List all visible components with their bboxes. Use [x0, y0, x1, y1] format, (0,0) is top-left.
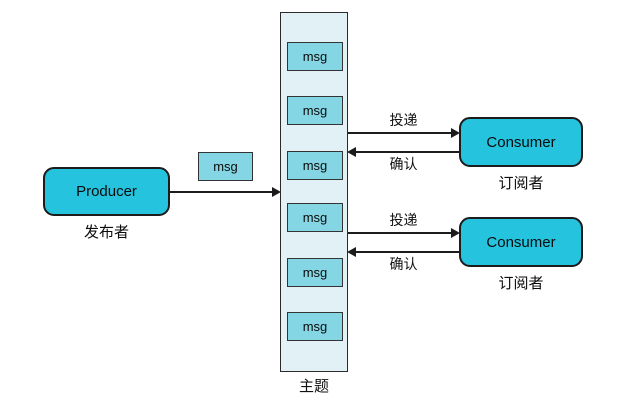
queue-msg-box: msg	[287, 203, 343, 232]
ack-label-1: 确认	[389, 156, 418, 172]
deliver-label-1: 投递	[389, 112, 418, 128]
queue-msg-box: msg	[287, 96, 343, 125]
queue-msg-label: msg	[302, 265, 328, 280]
queue-msg-label: msg	[302, 103, 328, 118]
pending-msg-box: msg	[198, 152, 253, 181]
topic-label: 主题	[298, 378, 329, 395]
consumer-label: Consumer	[486, 233, 556, 251]
arrowhead-right-icon	[272, 187, 281, 197]
arrowhead-right-icon	[451, 128, 460, 138]
arrow-shaft	[348, 132, 453, 134]
pending-msg-label: msg	[213, 159, 238, 174]
producer-node: Producer	[43, 167, 170, 216]
deliver-arrow-1	[348, 128, 460, 138]
arrow-shaft	[354, 251, 459, 253]
deliver-label-2: 投递	[389, 212, 418, 228]
ack-arrow-1	[347, 147, 459, 157]
ack-label-2: 确认	[389, 256, 418, 272]
topic-queue: msg msg msg msg msg msg	[280, 12, 348, 372]
queue-msg-box: msg	[287, 151, 343, 180]
consumer-role-label-1: 订阅者	[498, 175, 544, 192]
queue-msg-box: msg	[287, 312, 343, 341]
producer-label: Producer	[76, 183, 137, 200]
producer-to-topic-arrow	[170, 187, 281, 197]
consumer-role-label-2: 订阅者	[498, 275, 544, 292]
consumer-node-1: Consumer	[459, 117, 583, 167]
arrow-shaft	[354, 151, 459, 153]
queue-msg-label: msg	[302, 158, 328, 173]
arrow-shaft	[348, 232, 453, 234]
consumer-node-2: Consumer	[459, 217, 583, 267]
ack-arrow-2	[347, 247, 459, 257]
arrowhead-right-icon	[451, 228, 460, 238]
queue-msg-label: msg	[302, 49, 328, 64]
deliver-arrow-2	[348, 228, 460, 238]
arrowhead-left-icon	[347, 247, 356, 257]
producer-role-label: 发布者	[83, 224, 129, 241]
queue-msg-box: msg	[287, 258, 343, 287]
queue-msg-box: msg	[287, 42, 343, 71]
arrow-shaft	[170, 191, 274, 193]
queue-msg-label: msg	[302, 210, 328, 225]
queue-msg-label: msg	[302, 319, 328, 334]
arrowhead-left-icon	[347, 147, 356, 157]
consumer-label: Consumer	[486, 133, 556, 151]
